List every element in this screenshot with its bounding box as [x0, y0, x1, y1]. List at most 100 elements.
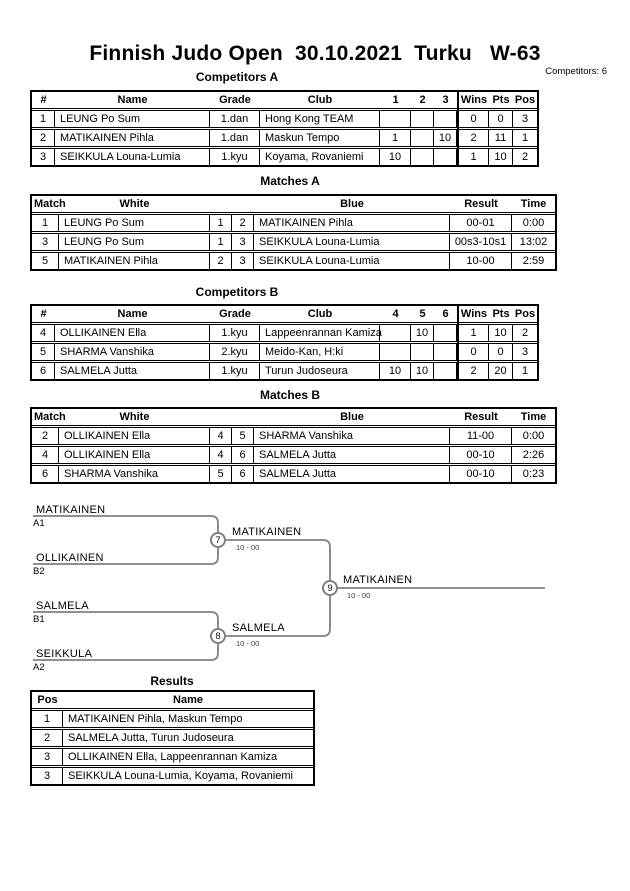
- cell-result: 10-00: [450, 253, 512, 269]
- bracket-lines: [33, 515, 545, 661]
- match-number-circle: 7: [210, 532, 226, 548]
- matches-a-table: Match White Blue Result Time 1 LEUNG Po …: [30, 194, 557, 271]
- cell-pts: 10: [489, 149, 513, 165]
- bracket-seed-label: A1: [33, 518, 45, 529]
- cell-score-3: [434, 111, 457, 127]
- cell-pts: 0: [489, 344, 513, 360]
- table-row: 1 LEUNG Po Sum 1 2 MATIKAINEN Pihla 00-0…: [32, 214, 555, 232]
- col-header-empty: [232, 409, 254, 425]
- bracket-winner-name: MATIKAINEN: [343, 574, 413, 586]
- col-header-empty: [210, 409, 232, 425]
- cell-white-name: MATIKAINEN Pihla: [59, 253, 210, 269]
- col-header-white: White: [119, 198, 150, 210]
- cell-white-name: OLLIKAINEN Ella: [59, 428, 210, 444]
- bracket-slot-name: OLLIKAINEN: [36, 552, 104, 564]
- cell-result: 00-01: [450, 215, 512, 231]
- table-header-row: Pos Name: [32, 692, 313, 709]
- bracket-slot-name: SEIKKULA: [36, 648, 93, 660]
- cell-result: 00-10: [450, 447, 512, 463]
- cell-name: SALMELA Jutta: [55, 363, 210, 379]
- col-header-number: #: [40, 308, 47, 320]
- cell-match-number: 4: [32, 447, 59, 463]
- cell-pos: 1: [521, 132, 529, 144]
- bracket-seed-label: B1: [33, 614, 45, 625]
- cell-name: SEIKKULA Louna-Lumia: [55, 149, 210, 165]
- section-title-matches-a: Matches A: [260, 174, 320, 188]
- cell-name: OLLIKAINEN Ella: [55, 325, 210, 341]
- cell-blue-name: SALMELA Jutta: [254, 447, 450, 463]
- table-header-row: # Name Grade Club 1 2 3 Wins Pts Pos: [32, 92, 537, 109]
- cell-wins: 2: [459, 363, 489, 379]
- cell-grade: 1.dan: [210, 130, 260, 146]
- table-row: 5 SHARMA Vanshika 2.kyu Meido-Kan, H:ki …: [32, 343, 537, 361]
- cell-score-2: [411, 149, 434, 165]
- cell-name: MATIKAINEN Pihla: [55, 130, 210, 146]
- col-header-pts: Pts: [492, 308, 510, 320]
- section-title-results: Results: [150, 674, 194, 688]
- cell-score-2: [411, 130, 434, 146]
- table-row: 3 OLLIKAINEN Ella, Lappeenrannan Kamiza: [32, 748, 313, 766]
- cell-pos: 2: [521, 327, 529, 339]
- col-header-wins: Wins: [460, 94, 488, 106]
- cell-wins: 1: [459, 149, 489, 165]
- cell-score-1: [380, 111, 411, 127]
- section-title-competitors-a: Competitors A: [195, 70, 279, 84]
- table-row: 6 SHARMA Vanshika 5 6 SALMELA Jutta 00-1…: [32, 465, 555, 482]
- cell-pos: 3: [521, 113, 529, 125]
- cell-score-6: [434, 363, 457, 379]
- cell-club: Lappeenrannan Kamiza: [260, 325, 382, 341]
- cell-score-2: [411, 111, 434, 127]
- cell-grade: 1.kyu: [210, 325, 260, 341]
- table-row: 3 LEUNG Po Sum 1 3 SEIKKULA Louna-Lumia …: [32, 233, 555, 251]
- table-row: 2 SALMELA Jutta, Turun Judoseura: [32, 729, 313, 747]
- page-title: Finnish Judo Open 30.10.2021 Turku W-63: [89, 42, 541, 65]
- cell-pos: 2: [521, 151, 529, 163]
- cell-grade: 2.kyu: [210, 344, 260, 360]
- cell-match-number: 2: [32, 428, 59, 444]
- cell-pos: 3: [32, 768, 63, 784]
- col-header-result: Result: [464, 198, 498, 210]
- cell-match-number: 1: [32, 215, 59, 231]
- cell-club: Meido-Kan, H:ki: [260, 344, 380, 360]
- cell-blue-number: 6: [232, 466, 254, 482]
- bracket-winner-name: MATIKAINEN: [232, 526, 302, 538]
- cell-blue-number: 3: [232, 253, 254, 269]
- cell-score-5: [411, 344, 434, 360]
- table-header-row: Match White Blue Result Time: [32, 409, 555, 426]
- match-number-circle: 8: [210, 628, 226, 644]
- competitors-b-table: # Name Grade Club 4 5 6 Wins Pts Pos 4 O…: [30, 304, 539, 381]
- col-header-pos: Pos: [514, 94, 536, 106]
- cell-result: 00-10: [450, 466, 512, 482]
- cell-pos: 1: [32, 711, 63, 727]
- cell-match-number: 3: [32, 234, 59, 250]
- col-header-6: 6: [442, 308, 449, 320]
- col-header-blue: Blue: [340, 411, 364, 423]
- table-header-row: # Name Grade Club 4 5 6 Wins Pts Pos: [32, 306, 537, 323]
- cell-score-5: 10: [411, 363, 434, 379]
- bracket-slot-name: SALMELA: [36, 600, 89, 612]
- cell-match-number: 6: [32, 466, 59, 482]
- cell-blue-name: SEIKKULA Louna-Lumia: [254, 253, 450, 269]
- col-header-1: 1: [392, 94, 399, 106]
- col-header-club: Club: [307, 94, 333, 106]
- cell-name: SEIKKULA Louna-Lumia, Koyama, Rovaniemi: [68, 770, 294, 782]
- bracket-seed-label: A2: [33, 662, 45, 673]
- results-table: Pos Name 1 MATIKAINEN Pihla, Maskun Temp…: [30, 690, 315, 786]
- col-header-name: Name: [173, 694, 203, 706]
- cell-club: Hong Kong TEAM: [260, 111, 380, 127]
- cell-score-5: 10: [411, 325, 434, 341]
- cell-grade: 1.dan: [210, 111, 260, 127]
- cell-blue-name: SEIKKULA Louna-Lumia: [254, 234, 450, 250]
- medal-bracket: MATIKAINEN A1 OLLIKAINEN B2 SALMELA B1 S…: [0, 495, 630, 690]
- col-header-2: 2: [419, 94, 426, 106]
- cell-score-3: [434, 149, 457, 165]
- cell-time: 0:00: [522, 217, 545, 229]
- col-header-match: Match: [34, 411, 66, 423]
- cell-blue-number: 3: [232, 234, 254, 250]
- table-row: 4 OLLIKAINEN Ella 4 6 SALMELA Jutta 00-1…: [32, 446, 555, 464]
- cell-pos: 3: [32, 749, 63, 765]
- wins-separator-line: [457, 92, 459, 165]
- cell-white-number: 5: [210, 466, 232, 482]
- cell-white-number: 1: [210, 234, 232, 250]
- cell-number: 1: [32, 111, 55, 127]
